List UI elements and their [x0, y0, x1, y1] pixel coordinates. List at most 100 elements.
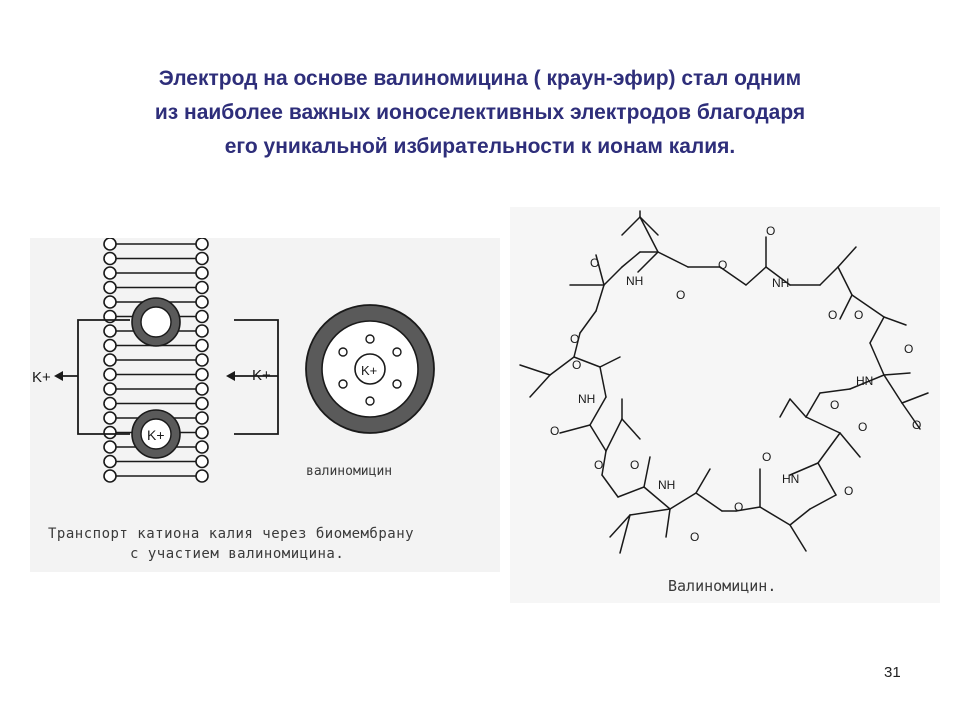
bond	[573, 332, 581, 358]
lipid-head	[195, 367, 209, 382]
lipid-head	[103, 266, 117, 280]
lipid-head	[195, 251, 209, 266]
oxygen-atom-label: O	[830, 398, 839, 412]
amide-label: NH	[578, 392, 595, 406]
oxygen-atom-label: O	[912, 418, 921, 432]
lipid-head	[103, 353, 117, 367]
oxygen-atom-label: O	[570, 332, 579, 346]
bond	[869, 316, 885, 344]
valinomycin-complex-lower: K+	[131, 409, 181, 459]
amide-label: NH	[772, 276, 789, 290]
bond	[779, 398, 791, 418]
oxygen-atom-label: O	[572, 358, 581, 372]
arrow-heads	[54, 371, 235, 381]
bond	[669, 492, 697, 510]
bond	[599, 366, 607, 398]
bond	[837, 246, 857, 268]
lipid-head	[103, 440, 117, 454]
valinomycin-cross-section: K+	[305, 304, 435, 434]
bond	[805, 416, 841, 434]
bond	[657, 251, 689, 268]
bond	[805, 392, 821, 418]
membrane-transport-figure: K+ K+ K+ K+ валиномицин Транспорт катион…	[30, 237, 500, 572]
bond	[601, 450, 607, 476]
lipid-bilayer	[103, 237, 209, 483]
bond	[549, 356, 575, 376]
bond	[851, 294, 885, 318]
lipid-head	[103, 454, 117, 469]
oxygen-atom-label: O	[854, 308, 863, 322]
oxygen-atom-label: O	[676, 288, 685, 302]
bond	[579, 310, 597, 334]
lipid-head	[195, 237, 209, 251]
bond	[573, 356, 601, 368]
cross-section-caption: валиномицин	[306, 464, 393, 479]
oxygen-atom-label: O	[844, 484, 853, 498]
bond	[529, 374, 551, 398]
lipid-head	[103, 396, 117, 411]
lipid-head	[103, 425, 117, 440]
oxygen-atom-label: O	[858, 420, 867, 434]
title-line: его уникальной избирательности к ионам к…	[224, 135, 736, 158]
lipid-head	[195, 382, 209, 396]
bond	[695, 492, 723, 512]
valinomycin-complex-upper	[131, 297, 181, 347]
bond	[819, 388, 851, 394]
transport-path	[60, 319, 279, 435]
bond	[789, 524, 807, 552]
lipid-head	[195, 324, 209, 338]
bond	[643, 456, 651, 488]
bond	[637, 251, 659, 273]
lipid-head	[103, 324, 117, 338]
caption-line: с участием валиномицина.	[130, 546, 345, 562]
bond	[621, 418, 641, 440]
lipid-head	[195, 280, 209, 295]
title-line: из наиболее важных ионоселективных элект…	[154, 101, 806, 124]
bond	[589, 424, 607, 452]
amide-label: NH	[626, 274, 643, 288]
ion-label-left: K+	[32, 369, 51, 386]
caption-line: Транспорт катиона калия через биомембран…	[48, 526, 415, 542]
bond	[617, 486, 645, 498]
lipid-head	[195, 295, 209, 309]
structure-bonds	[519, 210, 929, 554]
amide-label: HN	[856, 374, 873, 388]
membrane-diagram: K+ K+ K+ K+	[32, 237, 435, 483]
lipid-head	[103, 280, 117, 295]
bond	[621, 216, 641, 236]
bond	[883, 316, 907, 326]
structure-caption: Валиномицин.	[668, 577, 777, 595]
bond	[643, 486, 671, 510]
bond	[745, 266, 767, 286]
bond	[609, 514, 631, 538]
bond	[883, 372, 911, 376]
bond	[629, 508, 671, 516]
bond	[639, 216, 659, 236]
oxygen-atom-label: O	[590, 256, 599, 270]
transport-caption: Транспорт катиона калия через биомембран…	[48, 524, 414, 564]
lipid-head	[103, 469, 117, 483]
oxygen-atom-label: O	[766, 224, 775, 238]
lipid-head	[195, 266, 209, 280]
lipid-head	[195, 353, 209, 367]
bond	[837, 266, 853, 296]
bond	[819, 266, 839, 286]
bond	[789, 508, 811, 526]
oxygen-atom-label: O	[594, 458, 603, 472]
bond	[735, 506, 761, 512]
lipid-head	[195, 440, 209, 454]
bond	[619, 514, 631, 554]
oxygen-atom-label: O	[904, 342, 913, 356]
lipid-head	[195, 411, 209, 425]
bond	[839, 294, 853, 320]
title-line: Электрод на основе валиномицина ( краун-…	[158, 67, 802, 90]
lipid-head	[195, 469, 209, 483]
bond	[621, 251, 641, 268]
complex-ion-label: K+	[147, 427, 165, 443]
bond	[605, 418, 623, 452]
bond	[789, 462, 819, 476]
oxygen-atom-label: O	[718, 258, 727, 272]
bond	[519, 364, 551, 376]
